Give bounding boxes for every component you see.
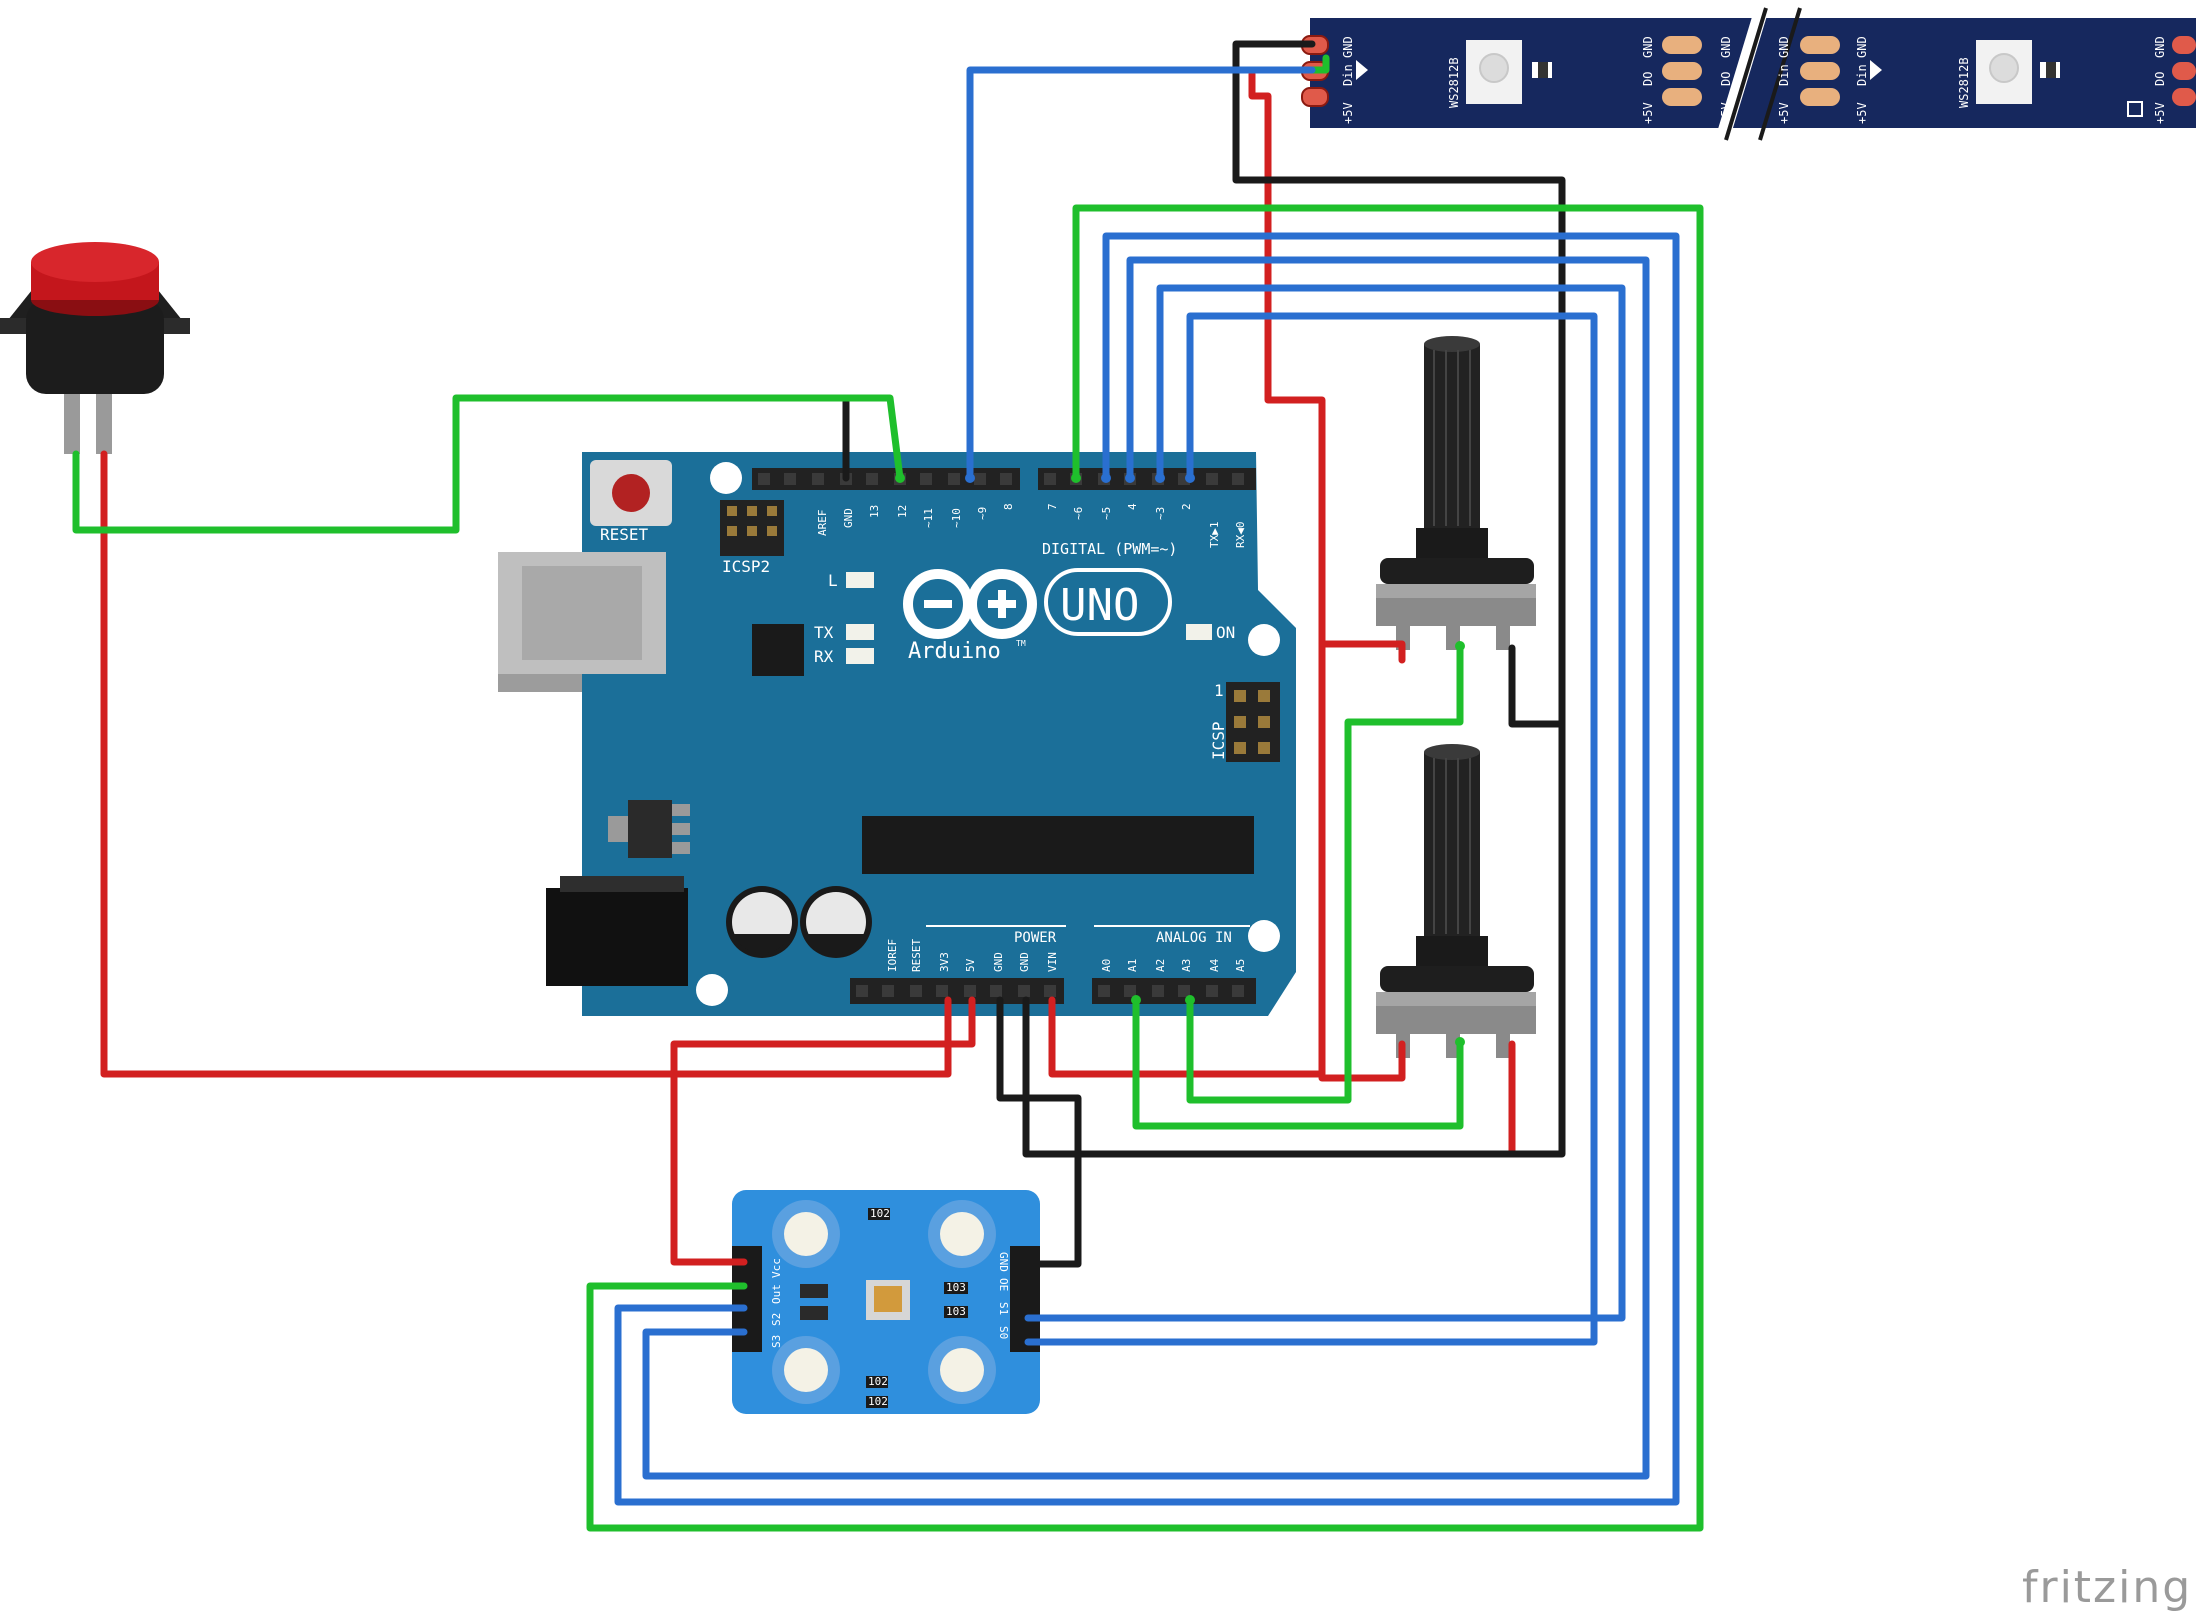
- pin-label-gnd-2: GND: [1018, 952, 1031, 972]
- push-button: [0, 242, 190, 454]
- strip-cut-5v: +5V: [1719, 102, 1733, 124]
- pin-label-a5: A5: [1234, 959, 1247, 972]
- strip-pin-din: Din: [1341, 64, 1355, 86]
- pin-label-3: ~3: [1154, 507, 1167, 520]
- led-strip: GND Din +5V WS2812B GND DO +5V GND: [1301, 5, 2196, 143]
- power-label: POWER: [1014, 930, 1057, 946]
- led-tx-label: TX: [814, 623, 834, 642]
- sensor-resistor-3: 103: [946, 1305, 966, 1318]
- analog-in-label: ANALOG IN: [1156, 930, 1232, 946]
- pin-label-a1: A1: [1126, 959, 1139, 972]
- pin-label-a4: A4: [1208, 958, 1221, 972]
- pin-label-reset: RESET: [910, 939, 923, 972]
- strip-end-gnd: GND: [2153, 36, 2167, 58]
- pin-label-4: 4: [1126, 503, 1139, 510]
- icsp-pin1-label: 1: [1214, 681, 1224, 700]
- strip-pin-5v: +5V: [1341, 102, 1355, 124]
- pin-label-gnd-1: GND: [992, 952, 1005, 972]
- arduino-logo: UNO Arduino TM: [903, 568, 1172, 664]
- strip-out-gnd: GND: [1641, 36, 1655, 58]
- reset-label: RESET: [600, 525, 649, 544]
- strip-seg2b-gnd: GND: [1855, 36, 1869, 58]
- pin-label-gnd-top: GND: [842, 508, 855, 528]
- arduino-brand-text: Arduino: [908, 639, 1001, 664]
- pin-label-tx: TX▶1: [1208, 522, 1221, 549]
- pin-label-8: 8: [1002, 503, 1015, 510]
- pin-label-a3: A3: [1180, 959, 1193, 972]
- strip-chip-label-1: WS2812B: [1447, 57, 1461, 108]
- wires: [72, 40, 1704, 1532]
- pin-label-10: ~10: [950, 508, 963, 528]
- pin-label-6: ~6: [1072, 507, 1085, 520]
- potentiometer-1: [1376, 336, 1536, 650]
- pin-label-5: ~5: [1100, 507, 1113, 520]
- pin-label-12: 12: [896, 505, 909, 518]
- sensor-pin-out: Out: [770, 1284, 783, 1304]
- pin-label-aref: AREF: [816, 510, 829, 537]
- led-on-label: ON: [1216, 623, 1235, 642]
- sensor-pin-vcc: Vcc: [770, 1258, 783, 1278]
- sensor-resistor-4: 102: [868, 1375, 888, 1388]
- pin-label-3v3: 3V3: [938, 952, 951, 972]
- sensor-pin-s3: S3: [770, 1335, 783, 1348]
- pin-label-9: ~9: [976, 507, 989, 520]
- arduino-tm: TM: [1016, 639, 1026, 648]
- sensor-resistor-5: 102: [868, 1395, 888, 1408]
- ws2812b-led-2: WS2812B: [1957, 40, 2060, 108]
- strip-pin-gnd: GND: [1341, 36, 1355, 58]
- sensor-pin-s1: S1: [997, 1302, 1010, 1315]
- sensor-resistor-1: 102: [870, 1207, 890, 1220]
- sensor-resistor-2: 103: [946, 1281, 966, 1294]
- strip-seg2-din: Din: [1777, 64, 1791, 86]
- potentiometer-2: [1376, 744, 1536, 1058]
- pin-label-a2: A2: [1154, 959, 1167, 972]
- digital-label: DIGITAL (PWM=~): [1042, 540, 1177, 558]
- pin-label-5v: 5V: [964, 958, 977, 972]
- strip-chip-label-2: WS2812B: [1957, 57, 1971, 108]
- strip-out-do: DO: [1641, 72, 1655, 86]
- strip-end-do: DO: [2153, 72, 2167, 86]
- icsp-label: ICSP: [1209, 721, 1228, 760]
- strip-seg2-5v: +5V: [1777, 102, 1791, 124]
- strip-end-5v: +5V: [2153, 102, 2167, 124]
- pin-label-2: 2: [1180, 503, 1193, 510]
- sensor-pin-gnd: GND: [997, 1252, 1010, 1272]
- strip-out-5v: +5V: [1641, 102, 1655, 124]
- strip-cut-do: DO: [1719, 72, 1733, 86]
- pin-label-7: 7: [1046, 503, 1059, 510]
- sensor-pin-oe: OE: [997, 1278, 1010, 1291]
- pin-label-11: ~11: [922, 508, 935, 528]
- arduino-uno-board: RESET ICSP2 L TX RX ON UNO: [498, 452, 1296, 1016]
- led-l-label: L: [828, 571, 838, 590]
- led-rx-label: RX: [814, 647, 834, 666]
- strip-seg2b-din: Din: [1855, 64, 1869, 86]
- pin-label-vin: VIN: [1046, 952, 1059, 972]
- pin-label-13: 13: [868, 505, 881, 518]
- icsp2-label: ICSP2: [722, 557, 770, 576]
- sensor-pin-s2: S2: [770, 1313, 783, 1326]
- sensor-pin-s0: S0: [997, 1326, 1010, 1339]
- strip-seg2b-5v: +5V: [1855, 102, 1869, 124]
- uno-logo-text: UNO: [1060, 580, 1139, 631]
- pin-label-a0: A0: [1100, 959, 1113, 972]
- color-sensor-module: 102 103 103 102 102 Vcc Out S2 S3 GND OE…: [732, 1190, 1040, 1414]
- ws2812b-led-1: WS2812B: [1447, 40, 1552, 108]
- fritzing-watermark: fritzing: [2022, 1562, 2192, 1611]
- strip-seg2-gnd: GND: [1777, 36, 1791, 58]
- pin-label-ioref: IOREF: [886, 939, 899, 972]
- pin-label-rx: RX◀0: [1234, 522, 1247, 549]
- strip-cut-gnd: GND: [1719, 36, 1733, 58]
